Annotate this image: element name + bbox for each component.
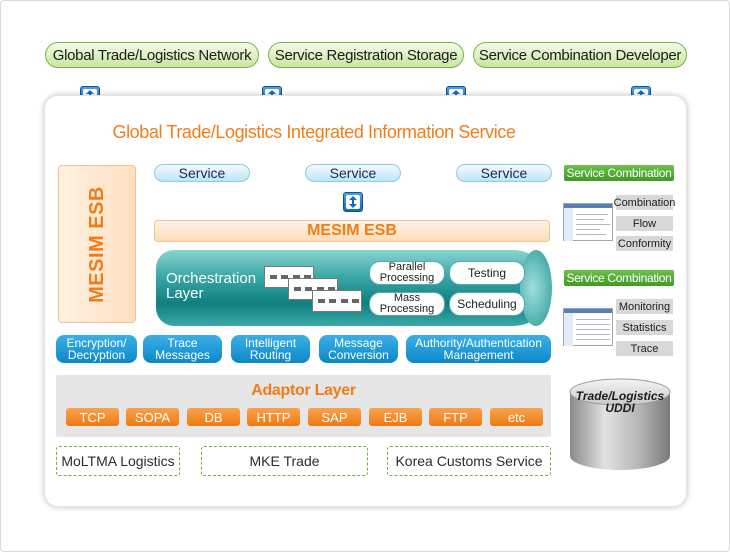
service-label: Service (329, 165, 377, 181)
box-line2: Conversion (328, 348, 389, 362)
service-label: Service (480, 165, 528, 181)
adaptor-item: DB (187, 408, 240, 426)
adaptor-item-label: EJB (383, 409, 408, 425)
sc-header-label: Service Combination (566, 271, 672, 285)
sc-item: Monitoring (616, 299, 673, 314)
adaptor-item: FTP (429, 408, 482, 426)
sc-item-label: Trace (630, 342, 659, 355)
orch-testing: Testing (449, 261, 525, 285)
box-line2: Management (443, 348, 514, 362)
service-combination-header: Service Combination (564, 270, 674, 286)
service-pill: Service (456, 164, 552, 182)
service-label: Service (178, 165, 226, 181)
adaptor-item-label: SOPA (134, 409, 171, 425)
orch-btn-line1: Parallel (388, 261, 426, 273)
adaptor-item-label: DB (204, 409, 223, 425)
box-line2: Decryption (67, 348, 126, 362)
adaptor-item: etc (490, 408, 543, 426)
orchestration-label-line2: Layer (166, 285, 204, 302)
uddi-line2: UDDI (605, 401, 635, 415)
service-pill: Service (305, 164, 401, 182)
box-line2: Messages (155, 348, 210, 362)
box-line1: Encryption/ (66, 336, 127, 350)
sc-item-label: Conformity (617, 237, 672, 250)
adaptor-item-label: TCP (79, 409, 106, 425)
adaptor-item-label: etc (507, 409, 526, 425)
service-pill: Service (154, 164, 250, 182)
adaptor-item: TCP (66, 408, 119, 426)
adaptor-item-label: HTTP (256, 409, 291, 425)
esb-vertical-block: MESIM ESB (58, 165, 136, 323)
sc-item-label: Combination (613, 196, 676, 209)
box-line1: Authority/Authentication (415, 336, 542, 350)
node-global-trade-network: Global Trade/Logistics Network (45, 42, 259, 68)
adaptor-title: Adaptor Layer (251, 382, 356, 399)
system-label: Korea Customs Service (395, 453, 543, 469)
orch-btn-line2: Processing (379, 303, 435, 315)
sc-item-label: Monitoring (618, 300, 671, 313)
box-line1: Trace (167, 336, 198, 350)
adaptor-layer (56, 375, 551, 437)
orch-btn-line1: Testing (467, 265, 507, 280)
sc-item: Conformity (616, 236, 673, 251)
sc-item: Statistics (616, 320, 673, 335)
main-title: Global Trade/Logistics Integrated Inform… (112, 122, 516, 142)
box-line2: Routing (249, 348, 292, 362)
system-korea-customs: Korea Customs Service (387, 446, 551, 476)
orch-btn-line1: Scheduling (457, 296, 517, 311)
orchestration-label: Orchestration Layer (166, 271, 256, 301)
sc-header-label: Service Combination (566, 166, 672, 180)
sc-item-label: Flow (632, 217, 657, 230)
adaptor-item: SOPA (126, 408, 179, 426)
sc-item-label: Statistics (622, 321, 667, 334)
orchestration-label-line1: Orchestration (166, 270, 257, 287)
uddi-database-icon (569, 378, 671, 470)
esb-bar: MESIM ESB (154, 220, 550, 242)
flow-diagram-icon (312, 290, 362, 312)
sc-item: Trace (616, 341, 673, 356)
adaptor-item-label: FTP (443, 409, 468, 425)
system-mke-trade: MKE Trade (201, 446, 368, 476)
esb-vertical-label: MESIM ESB (85, 185, 108, 303)
adaptor-item-label: SAP (321, 409, 348, 425)
adaptor-item: SAP (308, 408, 361, 426)
orch-scheduling: Scheduling (449, 292, 525, 316)
node-label: Service Combination Developer (478, 46, 682, 64)
adaptor-item: EJB (369, 408, 422, 426)
box-line1: Intelligent (244, 336, 297, 350)
screenshot-thumbnail-icon (563, 308, 613, 346)
uddi-line1: Trade/Logistics (575, 389, 665, 403)
orch-btn-line1: Mass (393, 292, 421, 304)
box-encryption-decryption: Encryption/Decryption (56, 335, 137, 363)
system-label: MoLTMA Logistics (61, 453, 175, 469)
orchestration-cylinder-cap (520, 250, 552, 326)
updown-arrow-icon (343, 192, 363, 212)
box-line1: Message (334, 336, 383, 350)
sc-item: Flow (616, 216, 673, 231)
node-label: Global Trade/Logistics Network (52, 46, 252, 64)
uddi-label: Trade/Logistics UDDI (568, 390, 672, 414)
adaptor-item: HTTP (247, 408, 300, 426)
screenshot-thumbnail-icon (563, 203, 613, 241)
node-label: Service Registration Storage (274, 46, 458, 64)
service-combination-header: Service Combination (564, 165, 674, 181)
system-moltma-logistics: MoLTMA Logistics (56, 446, 180, 476)
esb-bar-label: MESIM ESB (307, 222, 397, 239)
node-service-combination-developer: Service Combination Developer (473, 42, 687, 68)
sc-item: Combination (613, 195, 676, 210)
node-service-registration-storage: Service Registration Storage (268, 42, 464, 68)
system-label: MKE Trade (249, 453, 320, 469)
orch-btn-line2: Processing (379, 272, 435, 284)
